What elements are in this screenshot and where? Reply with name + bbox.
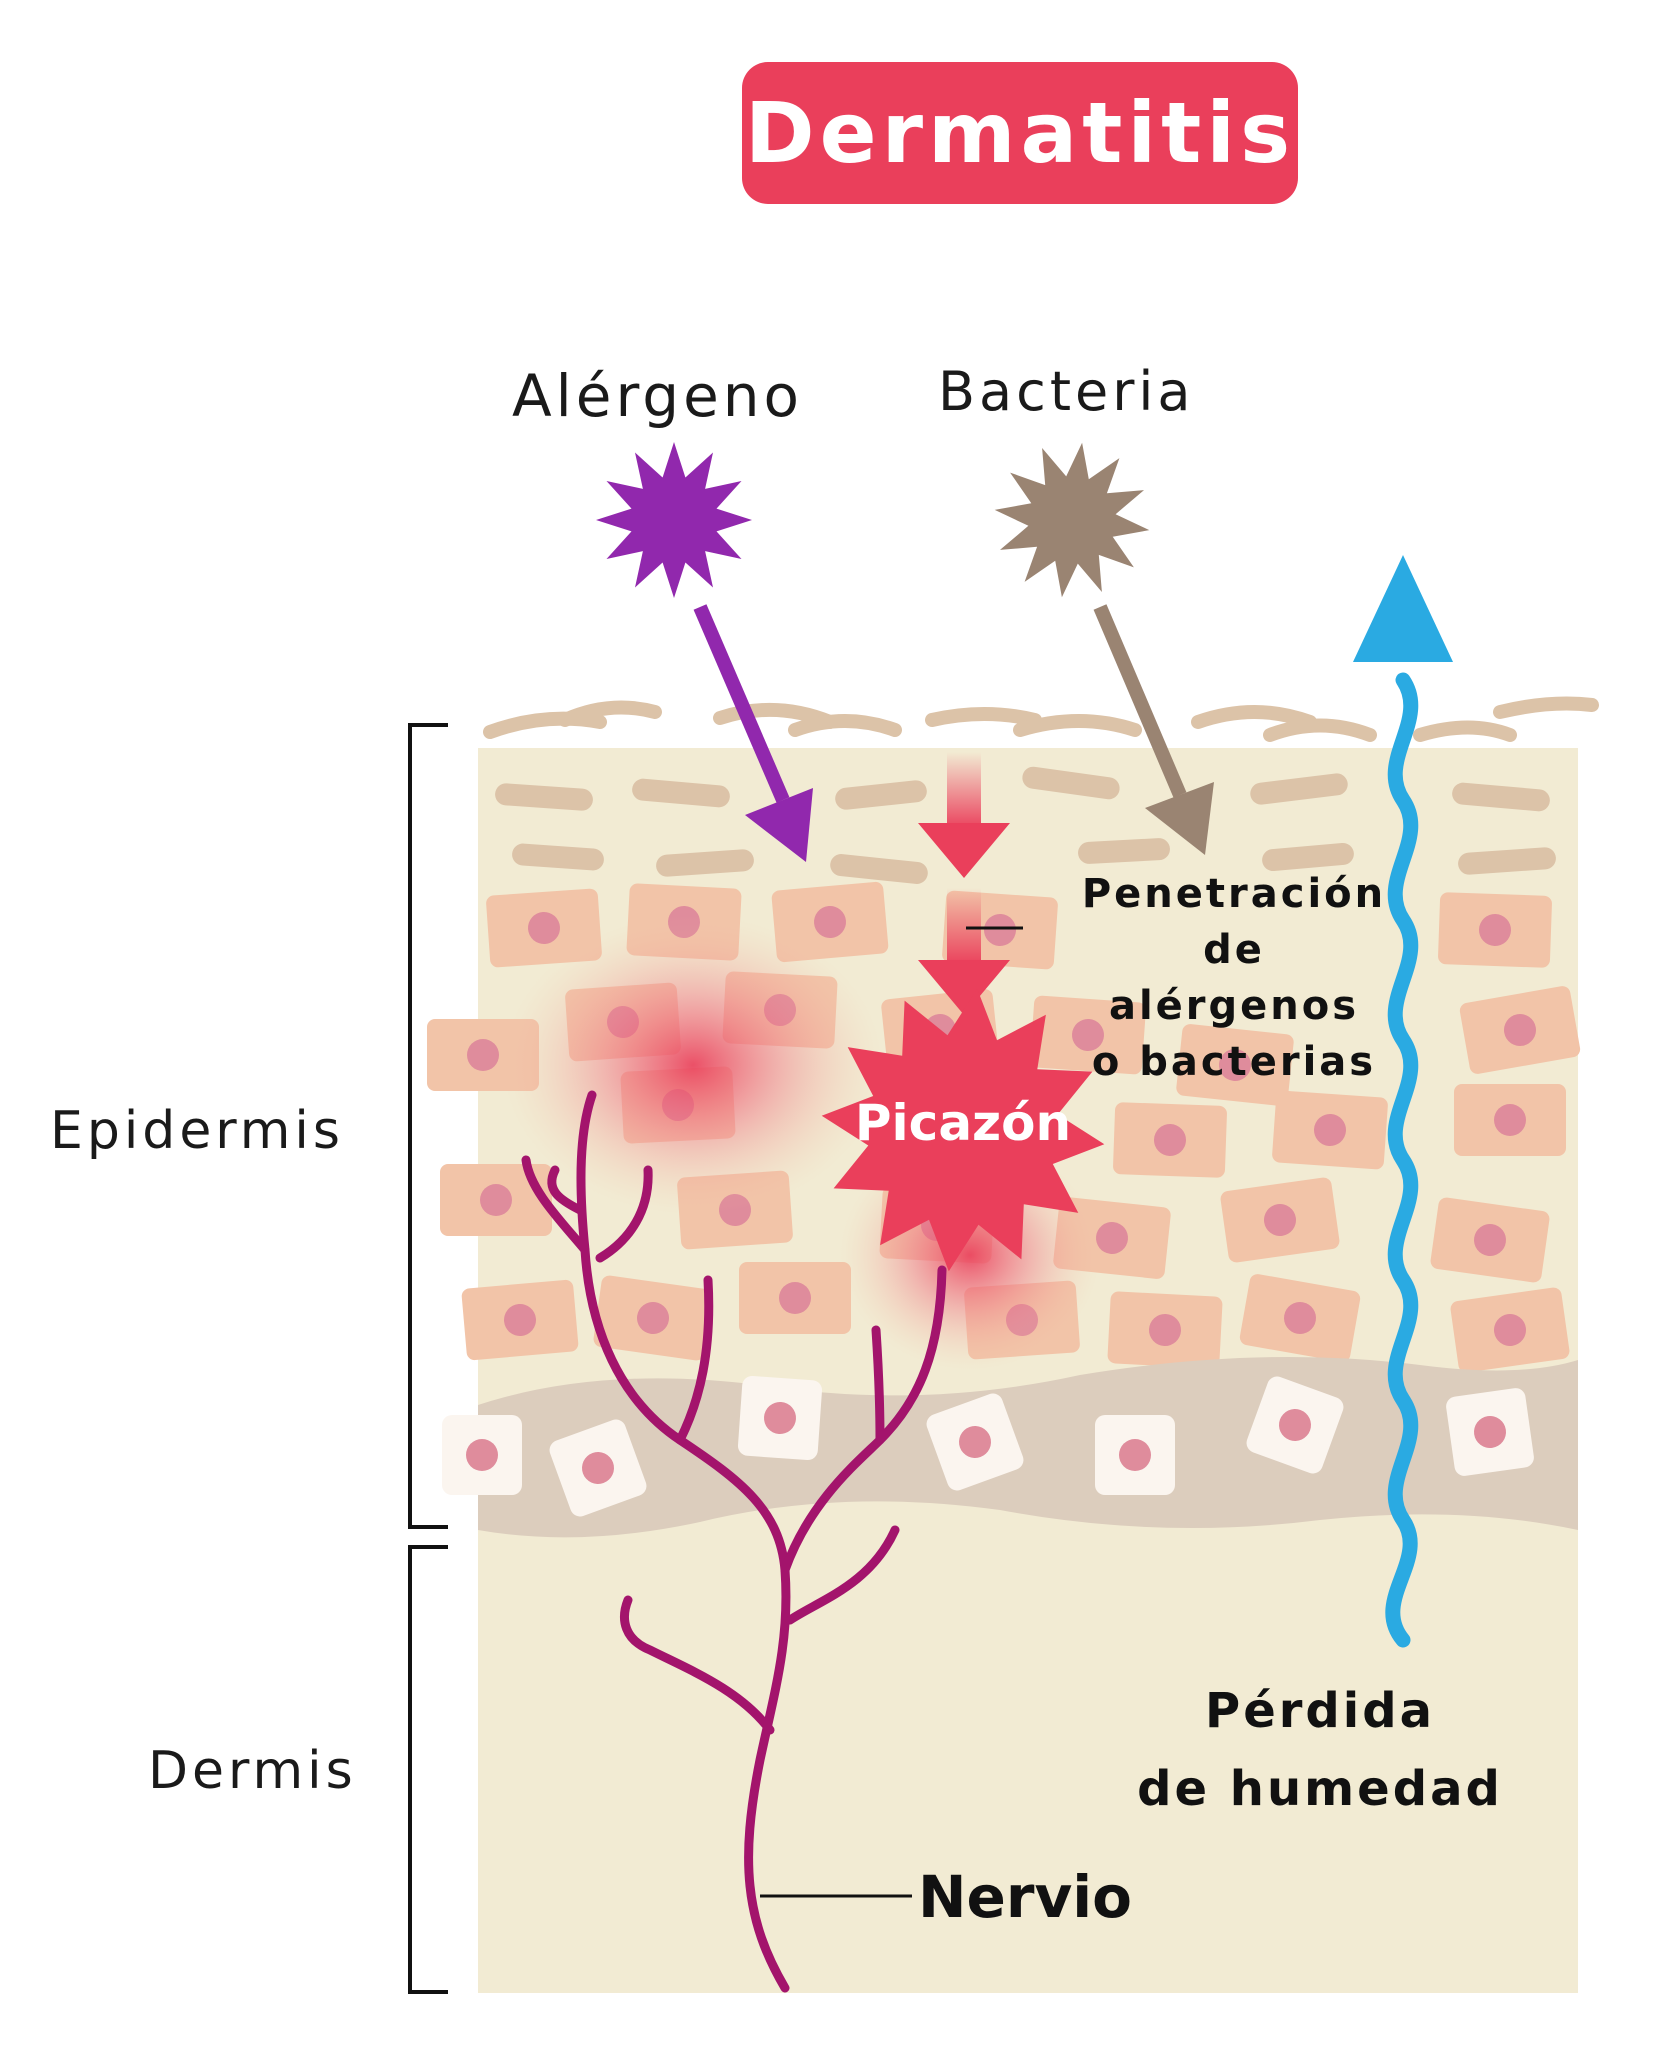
- skin-cell: [1430, 1197, 1550, 1283]
- allergen-arrowhead: [745, 788, 813, 862]
- skin-cell: [1454, 1084, 1566, 1156]
- dermis-label: Dermis: [148, 1741, 357, 1801]
- skin-cell: [593, 1275, 713, 1361]
- basal-cell: [1246, 1376, 1344, 1474]
- skin-cell: [1113, 1102, 1227, 1178]
- dermis-bracket: [408, 1545, 448, 1994]
- penetration-line: o bacterias: [1091, 1039, 1377, 1085]
- inflammation-glow: [503, 915, 883, 1215]
- nerve: [521, 1090, 947, 1993]
- bacteria-starburst-icon: [994, 442, 1150, 598]
- itch-label: Picazón: [854, 1094, 1072, 1152]
- skin-cell: [1176, 1024, 1294, 1106]
- skin-cell: [739, 1262, 851, 1334]
- flat-cells: [495, 766, 1556, 884]
- bacteria-label: Bacteria: [938, 360, 1195, 423]
- skin-cell: [1220, 1177, 1340, 1263]
- penetration-line: de: [1203, 927, 1265, 973]
- skin-cell: [1272, 1090, 1388, 1170]
- moisture-loss-line: de humedad: [1137, 1761, 1503, 1817]
- basal-cell: [1446, 1388, 1534, 1476]
- basal-cell: [442, 1415, 522, 1495]
- moisture-loss-line: Pérdida: [1205, 1683, 1435, 1739]
- moisture-loss-label: Pérdida de humedad: [1130, 1672, 1510, 1828]
- itch-burst-icon: [821, 988, 1105, 1272]
- allergen-starburst-icon: [596, 442, 752, 598]
- basal-cell: [549, 1419, 647, 1517]
- epidermis-label: Epidermis: [50, 1101, 344, 1161]
- penetration-arrow-shaft: [947, 752, 981, 830]
- nerve-label: Nervio: [918, 1863, 1133, 1931]
- skin-cell: [440, 1164, 552, 1236]
- epidermis-bracket: [408, 723, 448, 1529]
- skin-cell: [461, 1279, 579, 1361]
- moisture-arrowhead: [1353, 555, 1453, 662]
- basal-cell: [737, 1375, 823, 1461]
- title-badge: Dermatitis: [742, 62, 1298, 204]
- basal-cell: [926, 1393, 1024, 1491]
- basal-cells: [442, 1375, 1534, 1517]
- moisture-wave: [1385, 672, 1419, 1648]
- skin-cell: [1030, 995, 1146, 1075]
- allergen-label: Alérgeno: [512, 362, 804, 430]
- penetration-line: alérgenos: [1108, 983, 1360, 1029]
- allergen-arrow-shaft: [693, 604, 790, 803]
- page-title: Dermatitis: [744, 84, 1296, 182]
- skin-cell: [1107, 1291, 1223, 1369]
- bacteria-arrowhead: [1145, 782, 1214, 855]
- penetration-label: Penetración de alérgenos o bacterias: [1052, 866, 1416, 1090]
- skin-cell: [1459, 986, 1581, 1074]
- penetration-arrowhead: [918, 960, 1010, 1015]
- penetration-arrowhead: [918, 823, 1010, 878]
- skin-cell: [1239, 1274, 1361, 1362]
- penetration-line: Penetración: [1081, 871, 1387, 917]
- skin-cell: [1450, 1287, 1570, 1373]
- skin-cell: [1438, 892, 1552, 968]
- surface-scales: [483, 696, 1599, 742]
- skin-cell: [486, 888, 602, 968]
- bacteria-arrow-shaft: [1093, 604, 1187, 798]
- basal-cell: [1095, 1415, 1175, 1495]
